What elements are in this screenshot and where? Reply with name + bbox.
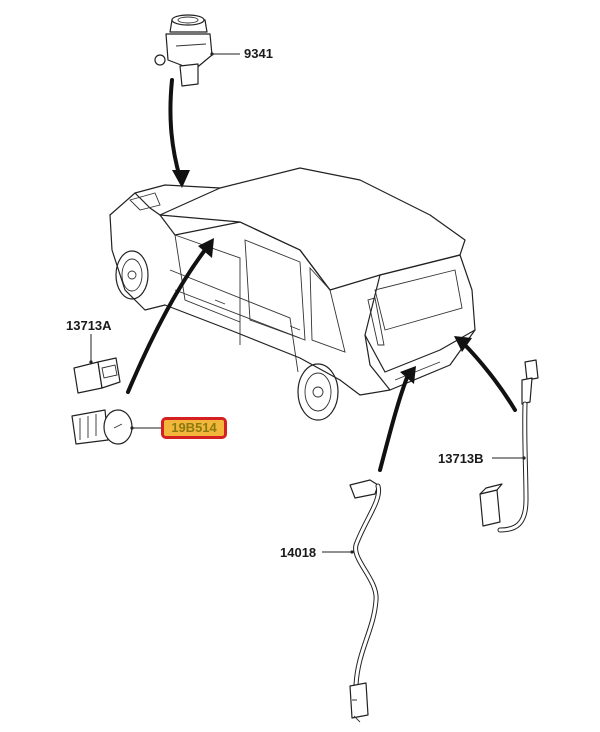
- part-13713A-illustration[interactable]: [73, 357, 121, 394]
- part-label-14018: 14018: [280, 545, 317, 560]
- car-illustration: [109, 167, 476, 421]
- part-14018-illustration[interactable]: [349, 479, 382, 723]
- part-label-19B514-highlighted[interactable]: 19B514: [161, 417, 227, 439]
- arrow-9341: [168, 78, 190, 188]
- arrow-13713B: [454, 336, 517, 412]
- arrow-14018: [378, 366, 416, 472]
- part-13713B-illustration[interactable]: [479, 359, 539, 533]
- part-label-13713B: 13713B: [438, 451, 484, 466]
- arrow-door: [126, 238, 214, 394]
- part-label-9341: 9341: [244, 46, 273, 61]
- part-9341-illustration[interactable]: [154, 14, 213, 87]
- part-19B514-illustration[interactable]: [71, 409, 133, 445]
- part-label-13713A: 13713A: [66, 318, 112, 333]
